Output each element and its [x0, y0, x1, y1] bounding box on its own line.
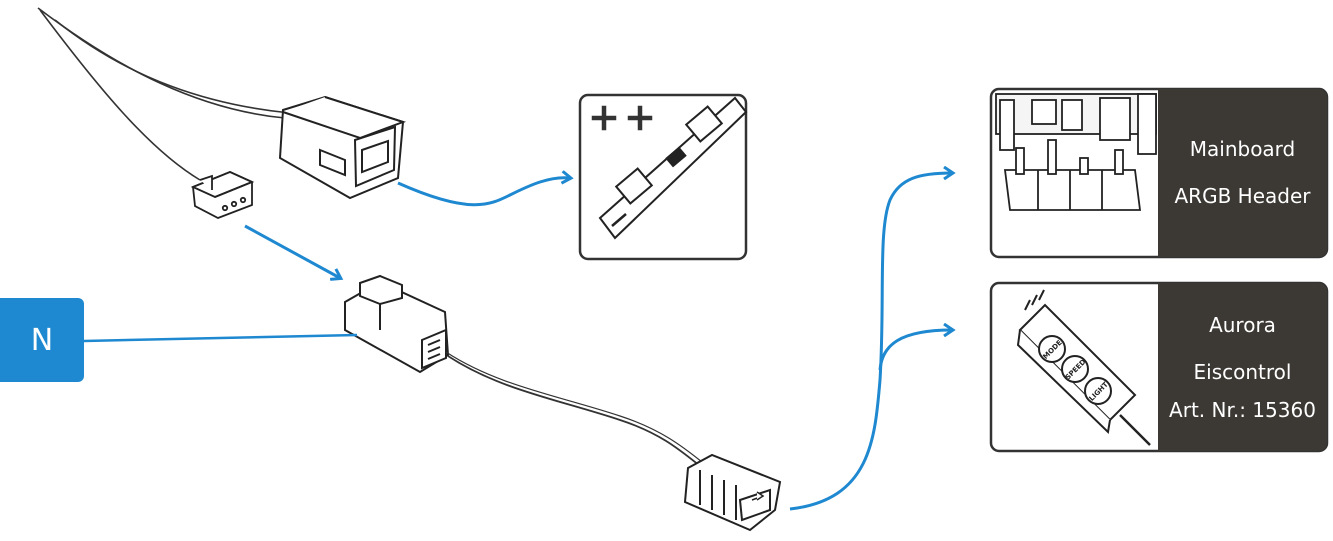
argb-header-illustration [995, 93, 1157, 211]
plus-plus-icon [591, 105, 653, 131]
n-badge: N [0, 298, 84, 382]
connector-3pin-small [190, 171, 255, 219]
aurora-controller-illustration [1016, 289, 1151, 446]
badge-link-line [83, 333, 358, 343]
article-number-label: Art. Nr.: 15360 [1169, 398, 1316, 422]
input-cables [37, 7, 291, 181]
arrow-to-led-strip [397, 178, 570, 207]
arrow-to-aurora [878, 330, 952, 371]
aurora-title: Aurora [1209, 313, 1276, 337]
arrow-to-mainboard [789, 173, 952, 511]
n-badge-label: N [30, 322, 54, 358]
argb-header-label: ARGB Header [1174, 184, 1311, 208]
speed-button-icon [1061, 355, 1089, 383]
mainboard-label-panel: Mainboard ARGB Header [1158, 89, 1327, 257]
mode-button-icon [1038, 335, 1066, 363]
aurora-label-panel: Aurora Eiscontrol Art. Nr.: 15360 [1158, 283, 1327, 451]
eiscontrol-label: Eiscontrol [1193, 360, 1292, 384]
mainboard-title: Mainboard [1189, 137, 1296, 161]
led-strip-card [578, 93, 748, 261]
argb-cable [447, 355, 701, 467]
argb-plug [683, 453, 782, 532]
connector-3pin-male [278, 95, 407, 200]
light-button-icon [1084, 377, 1112, 405]
led-strip-illustration [598, 96, 748, 240]
arrow-to-center-connector [244, 224, 340, 278]
connector-center [344, 274, 450, 374]
